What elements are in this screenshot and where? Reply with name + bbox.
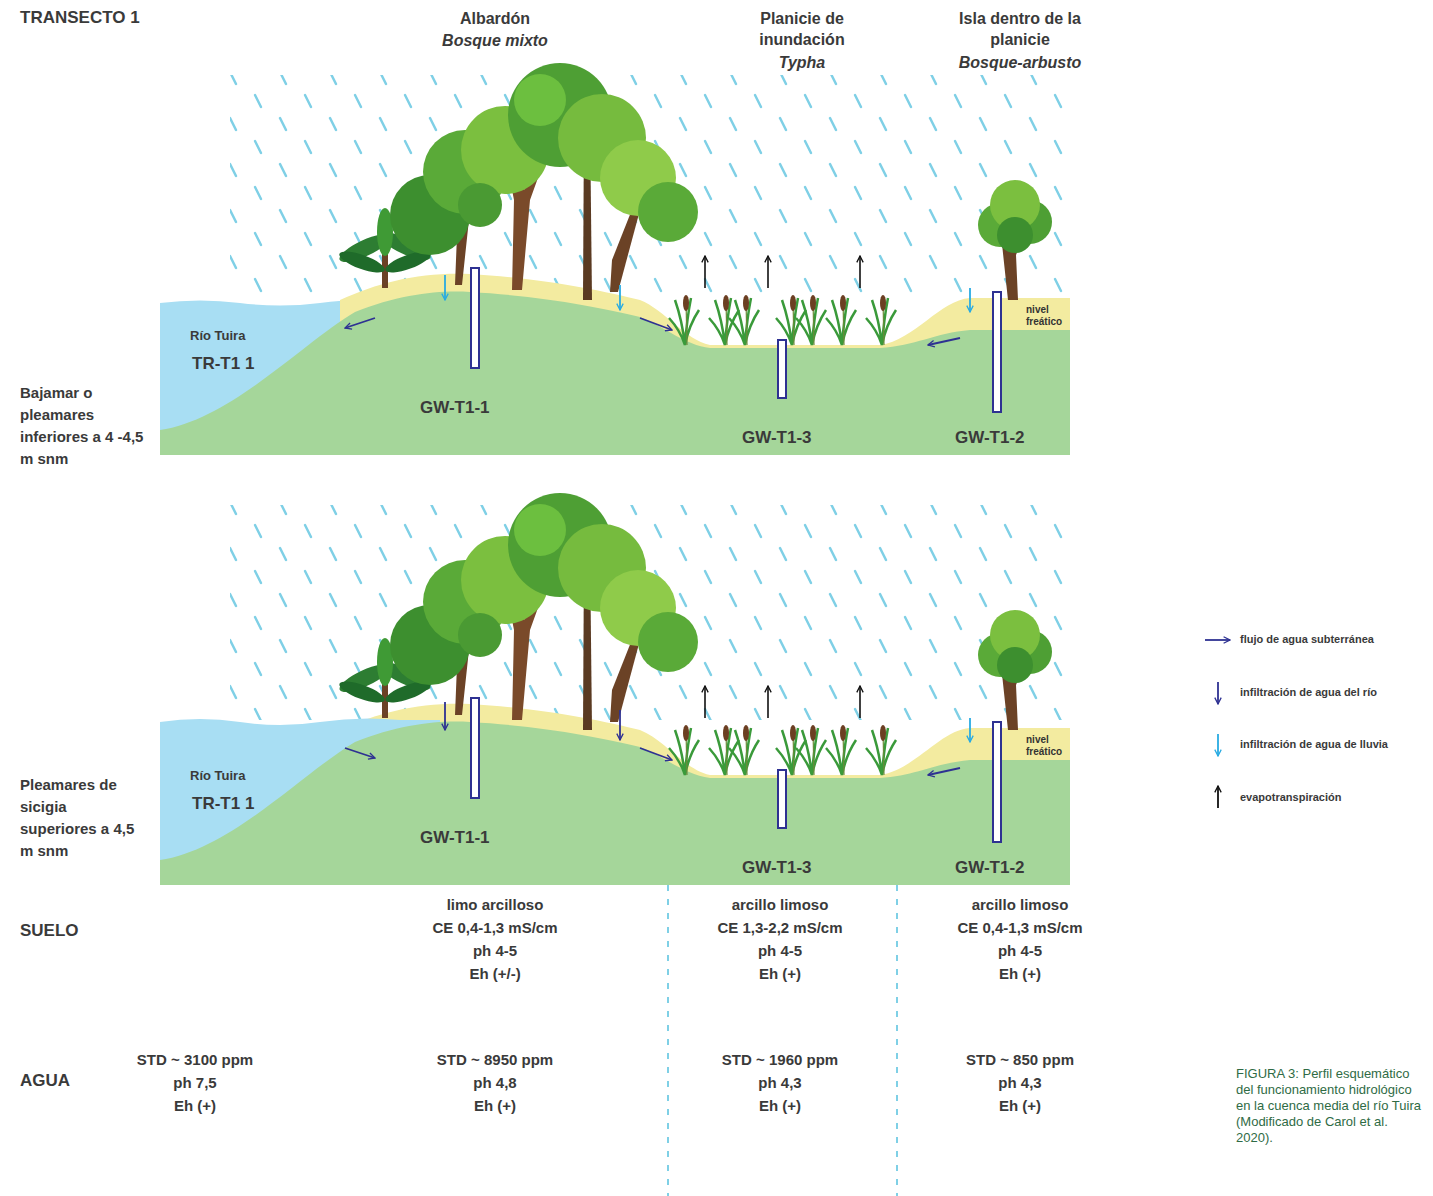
station-id: TR-T1 1 bbox=[192, 794, 254, 814]
river-name: Río Tuira bbox=[190, 328, 245, 343]
water-cell: STD ~ 1960 ppm bbox=[722, 1050, 838, 1070]
station-id: TR-T1 1 bbox=[192, 354, 254, 374]
water-cell: STD ~ 3100 ppm bbox=[137, 1050, 253, 1070]
well-id: GW-T1-1 bbox=[420, 828, 490, 848]
soil-cell: ph 4-5 bbox=[998, 941, 1042, 961]
soil-cell: limo arcilloso bbox=[447, 895, 544, 915]
water-cell: STD ~ 8950 ppm bbox=[437, 1050, 553, 1070]
water-cell: ph 4,3 bbox=[758, 1073, 801, 1093]
water-cell: ph 4,8 bbox=[473, 1073, 516, 1093]
row-heading: SUELO bbox=[20, 921, 79, 941]
legend-text: infiltración de agua de lluvia bbox=[1240, 737, 1388, 751]
vegetation-label: Typha bbox=[779, 52, 826, 73]
soil-cell: CE 0,4-1,3 mS/cm bbox=[957, 918, 1082, 938]
well-id: GW-T1-2 bbox=[955, 428, 1025, 448]
tide-condition: Pleamares de sicigia superiores a 4,5 m … bbox=[20, 774, 138, 862]
zone-heading: Isla dentro de la planicie bbox=[956, 8, 1084, 50]
row-heading: AGUA bbox=[20, 1071, 70, 1091]
soil-cell: Eh (+/-) bbox=[469, 964, 520, 984]
well-id: GW-T1-3 bbox=[742, 428, 812, 448]
water-table-label: nivel freático bbox=[1026, 734, 1070, 758]
vegetation-label: Bosque-arbusto bbox=[959, 52, 1082, 73]
soil-cell: CE 1,3-2,2 mS/cm bbox=[717, 918, 842, 938]
well-id: GW-T1-2 bbox=[955, 858, 1025, 878]
column-separators bbox=[668, 885, 897, 1196]
low-tide-panel bbox=[160, 63, 1070, 455]
soil-cell: Eh (+) bbox=[999, 964, 1041, 984]
water-cell: Eh (+) bbox=[999, 1096, 1041, 1116]
soil-cell: ph 4-5 bbox=[473, 941, 517, 961]
soil-cell: arcillo limoso bbox=[972, 895, 1069, 915]
water-cell: STD ~ 850 ppm bbox=[966, 1050, 1074, 1070]
legend-text: evapotranspiración bbox=[1240, 790, 1341, 804]
water-cell: ph 7,5 bbox=[173, 1073, 216, 1093]
tide-condition: Bajamar o pleamares inferiores a 4 -4,5 … bbox=[20, 382, 148, 470]
zone-heading: Planicie de inundación bbox=[743, 8, 861, 50]
figure-caption: FIGURA 3: Perfil esquemático del funcion… bbox=[1236, 1066, 1426, 1146]
soil-cell: Eh (+) bbox=[759, 964, 801, 984]
soil-cell: ph 4-5 bbox=[758, 941, 802, 961]
water-cell: Eh (+) bbox=[759, 1096, 801, 1116]
water-cell: Eh (+) bbox=[474, 1096, 516, 1116]
well-id: GW-T1-3 bbox=[742, 858, 812, 878]
spring-tide-panel bbox=[160, 493, 1070, 885]
well-id: GW-T1-1 bbox=[420, 398, 490, 418]
legend-text: flujo de agua subterránea bbox=[1240, 632, 1374, 646]
legend-samples bbox=[1205, 640, 1230, 808]
soil-cell: CE 0,4-1,3 mS/cm bbox=[432, 918, 557, 938]
water-cell: ph 4,3 bbox=[998, 1073, 1041, 1093]
soil-cell: arcillo limoso bbox=[732, 895, 829, 915]
water-table-label: nivel freático bbox=[1026, 304, 1070, 328]
legend-text: infiltración de agua del río bbox=[1240, 685, 1377, 699]
river-name: Río Tuira bbox=[190, 768, 245, 783]
zone-heading: Albardón bbox=[460, 8, 530, 29]
water-cell: Eh (+) bbox=[174, 1096, 216, 1116]
vegetation-label: Bosque mixto bbox=[442, 30, 548, 51]
diagram-title: TRANSECTO 1 bbox=[20, 8, 140, 28]
